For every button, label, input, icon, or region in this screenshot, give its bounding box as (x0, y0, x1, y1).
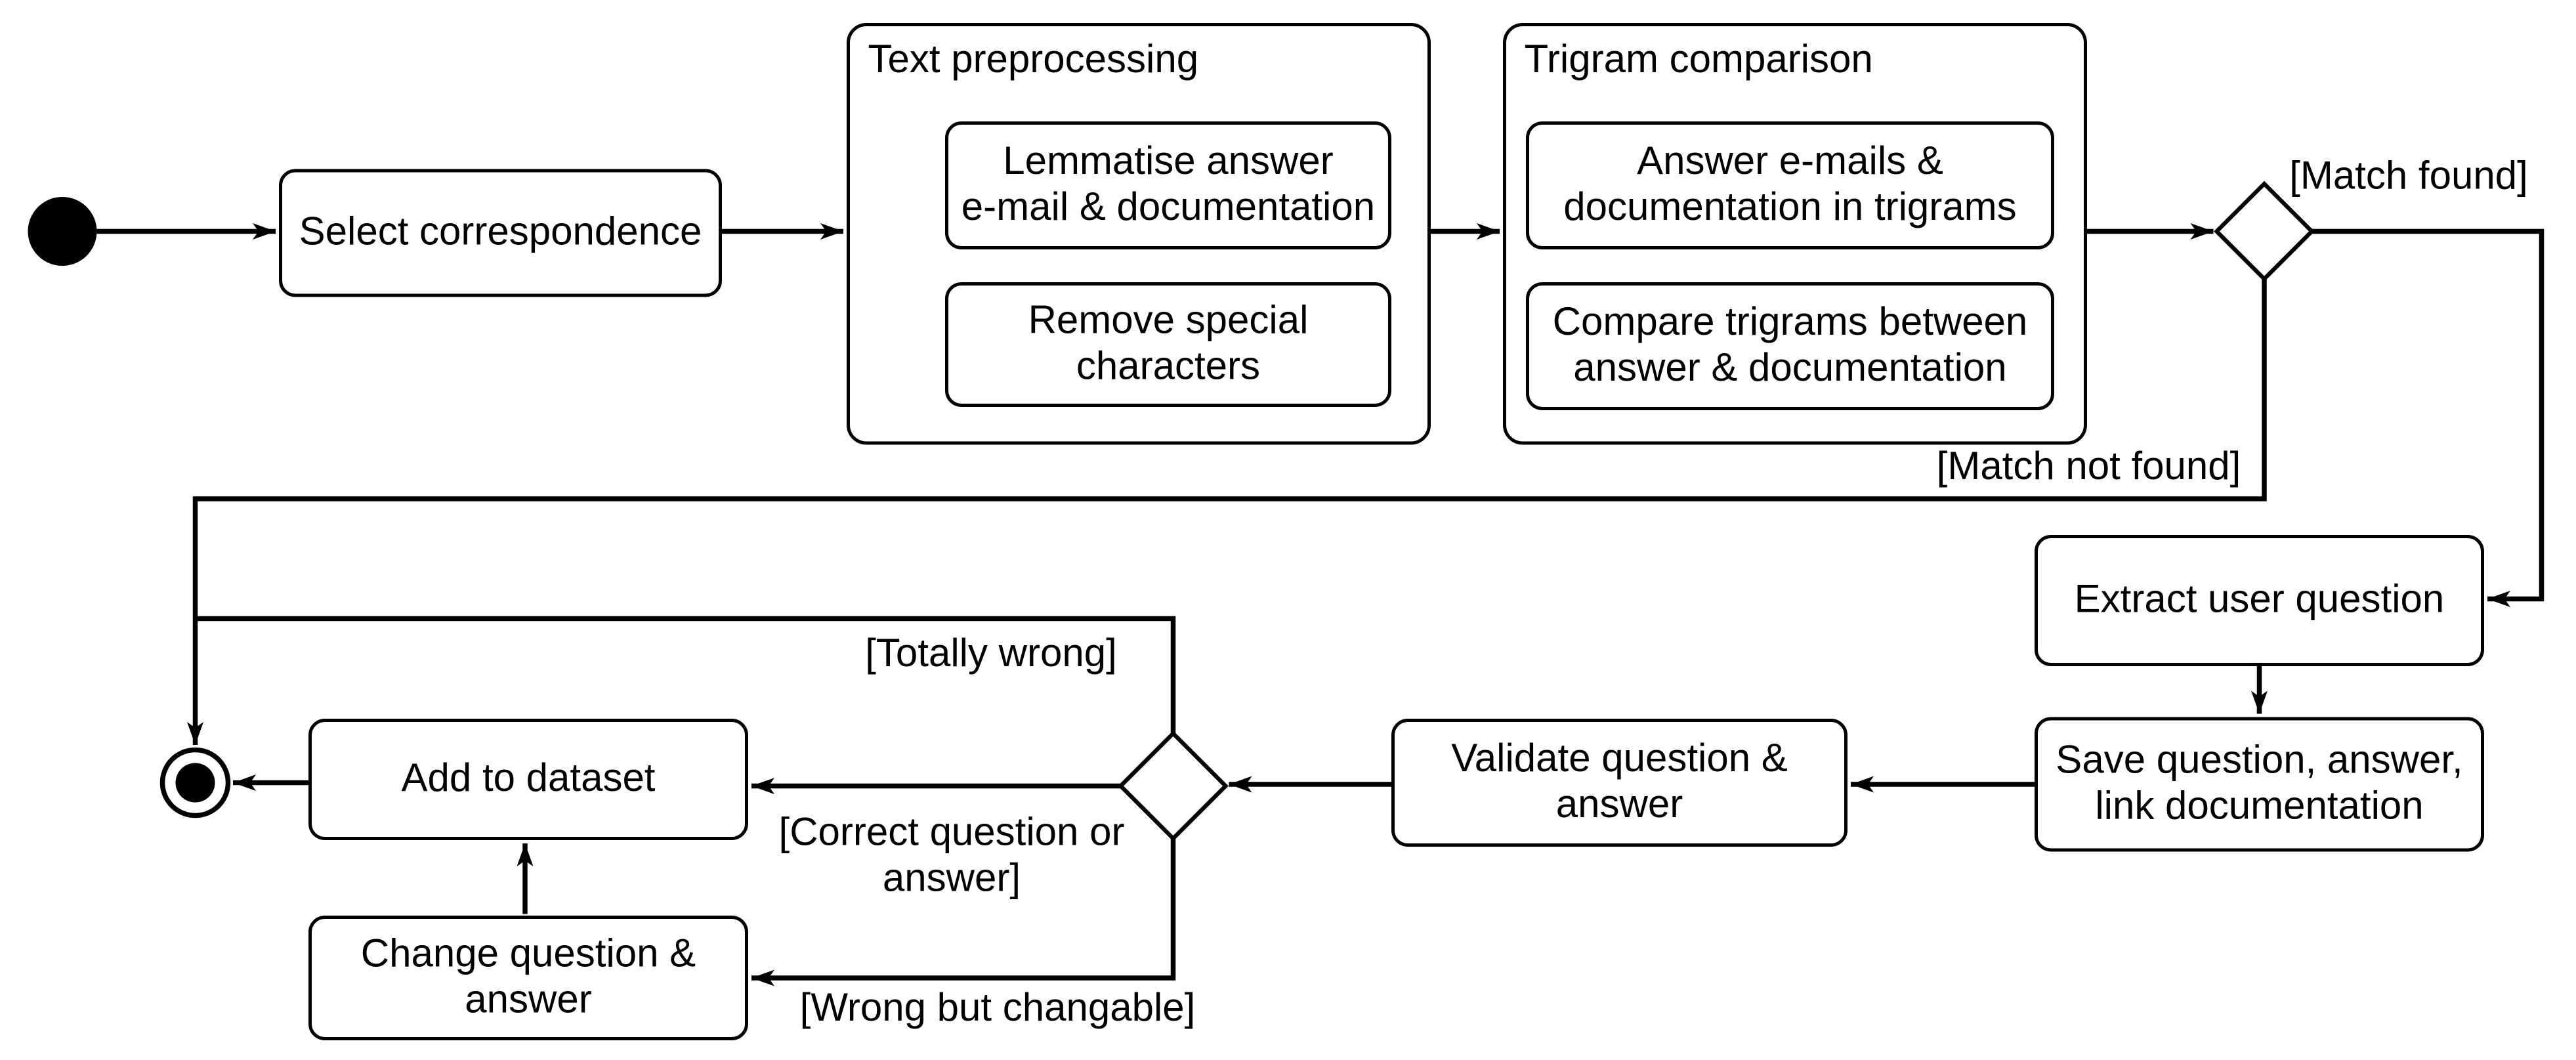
end-node-inner (175, 763, 215, 803)
node-add-to-dataset: Add to dataset (308, 719, 748, 840)
edge-label-wrong-but-changable: [Wrong but changable] (799, 986, 1196, 1031)
node-answer-trigrams: Answer e-mails & documentation in trigra… (1526, 121, 2054, 249)
group-title-text-preprocessing: Text preprocessing (868, 37, 1199, 83)
decision1-diamond (2214, 180, 2315, 282)
start-node (28, 197, 97, 266)
node-extract-user-question: Extract user question (2035, 535, 2484, 666)
node-select-correspondence: Select correspondence (279, 169, 722, 297)
edge-label-match-found: [Match found] (2289, 154, 2528, 199)
edge-label-correct-question: [Correct question or answer] (778, 811, 1125, 901)
edge-totally-wrong (195, 616, 1176, 734)
node-lemmatise: Lemmatise answer e-mail & documentation (945, 121, 1391, 249)
decision2-diamond (1118, 731, 1229, 841)
edge-match-not-found (187, 279, 2267, 745)
edge-match-found (2312, 228, 2544, 607)
group-title-trigram-comparison: Trigram comparison (1524, 37, 1873, 83)
node-save-question-answer: Save question, answer, link documentatio… (2035, 717, 2484, 852)
node-validate-question-answer: Validate question & answer (1391, 719, 1848, 847)
edge-label-totally-wrong: [Totally wrong] (865, 631, 1117, 677)
node-remove-special-characters: Remove special characters (945, 282, 1391, 407)
edge-label-match-not-found: [Match not found] (1936, 444, 2241, 490)
edge-wrong-but-changable (751, 838, 1176, 986)
node-compare-trigrams: Compare trigrams between answer & docume… (1526, 282, 2054, 410)
node-change-question-answer: Change question & answer (308, 916, 748, 1040)
